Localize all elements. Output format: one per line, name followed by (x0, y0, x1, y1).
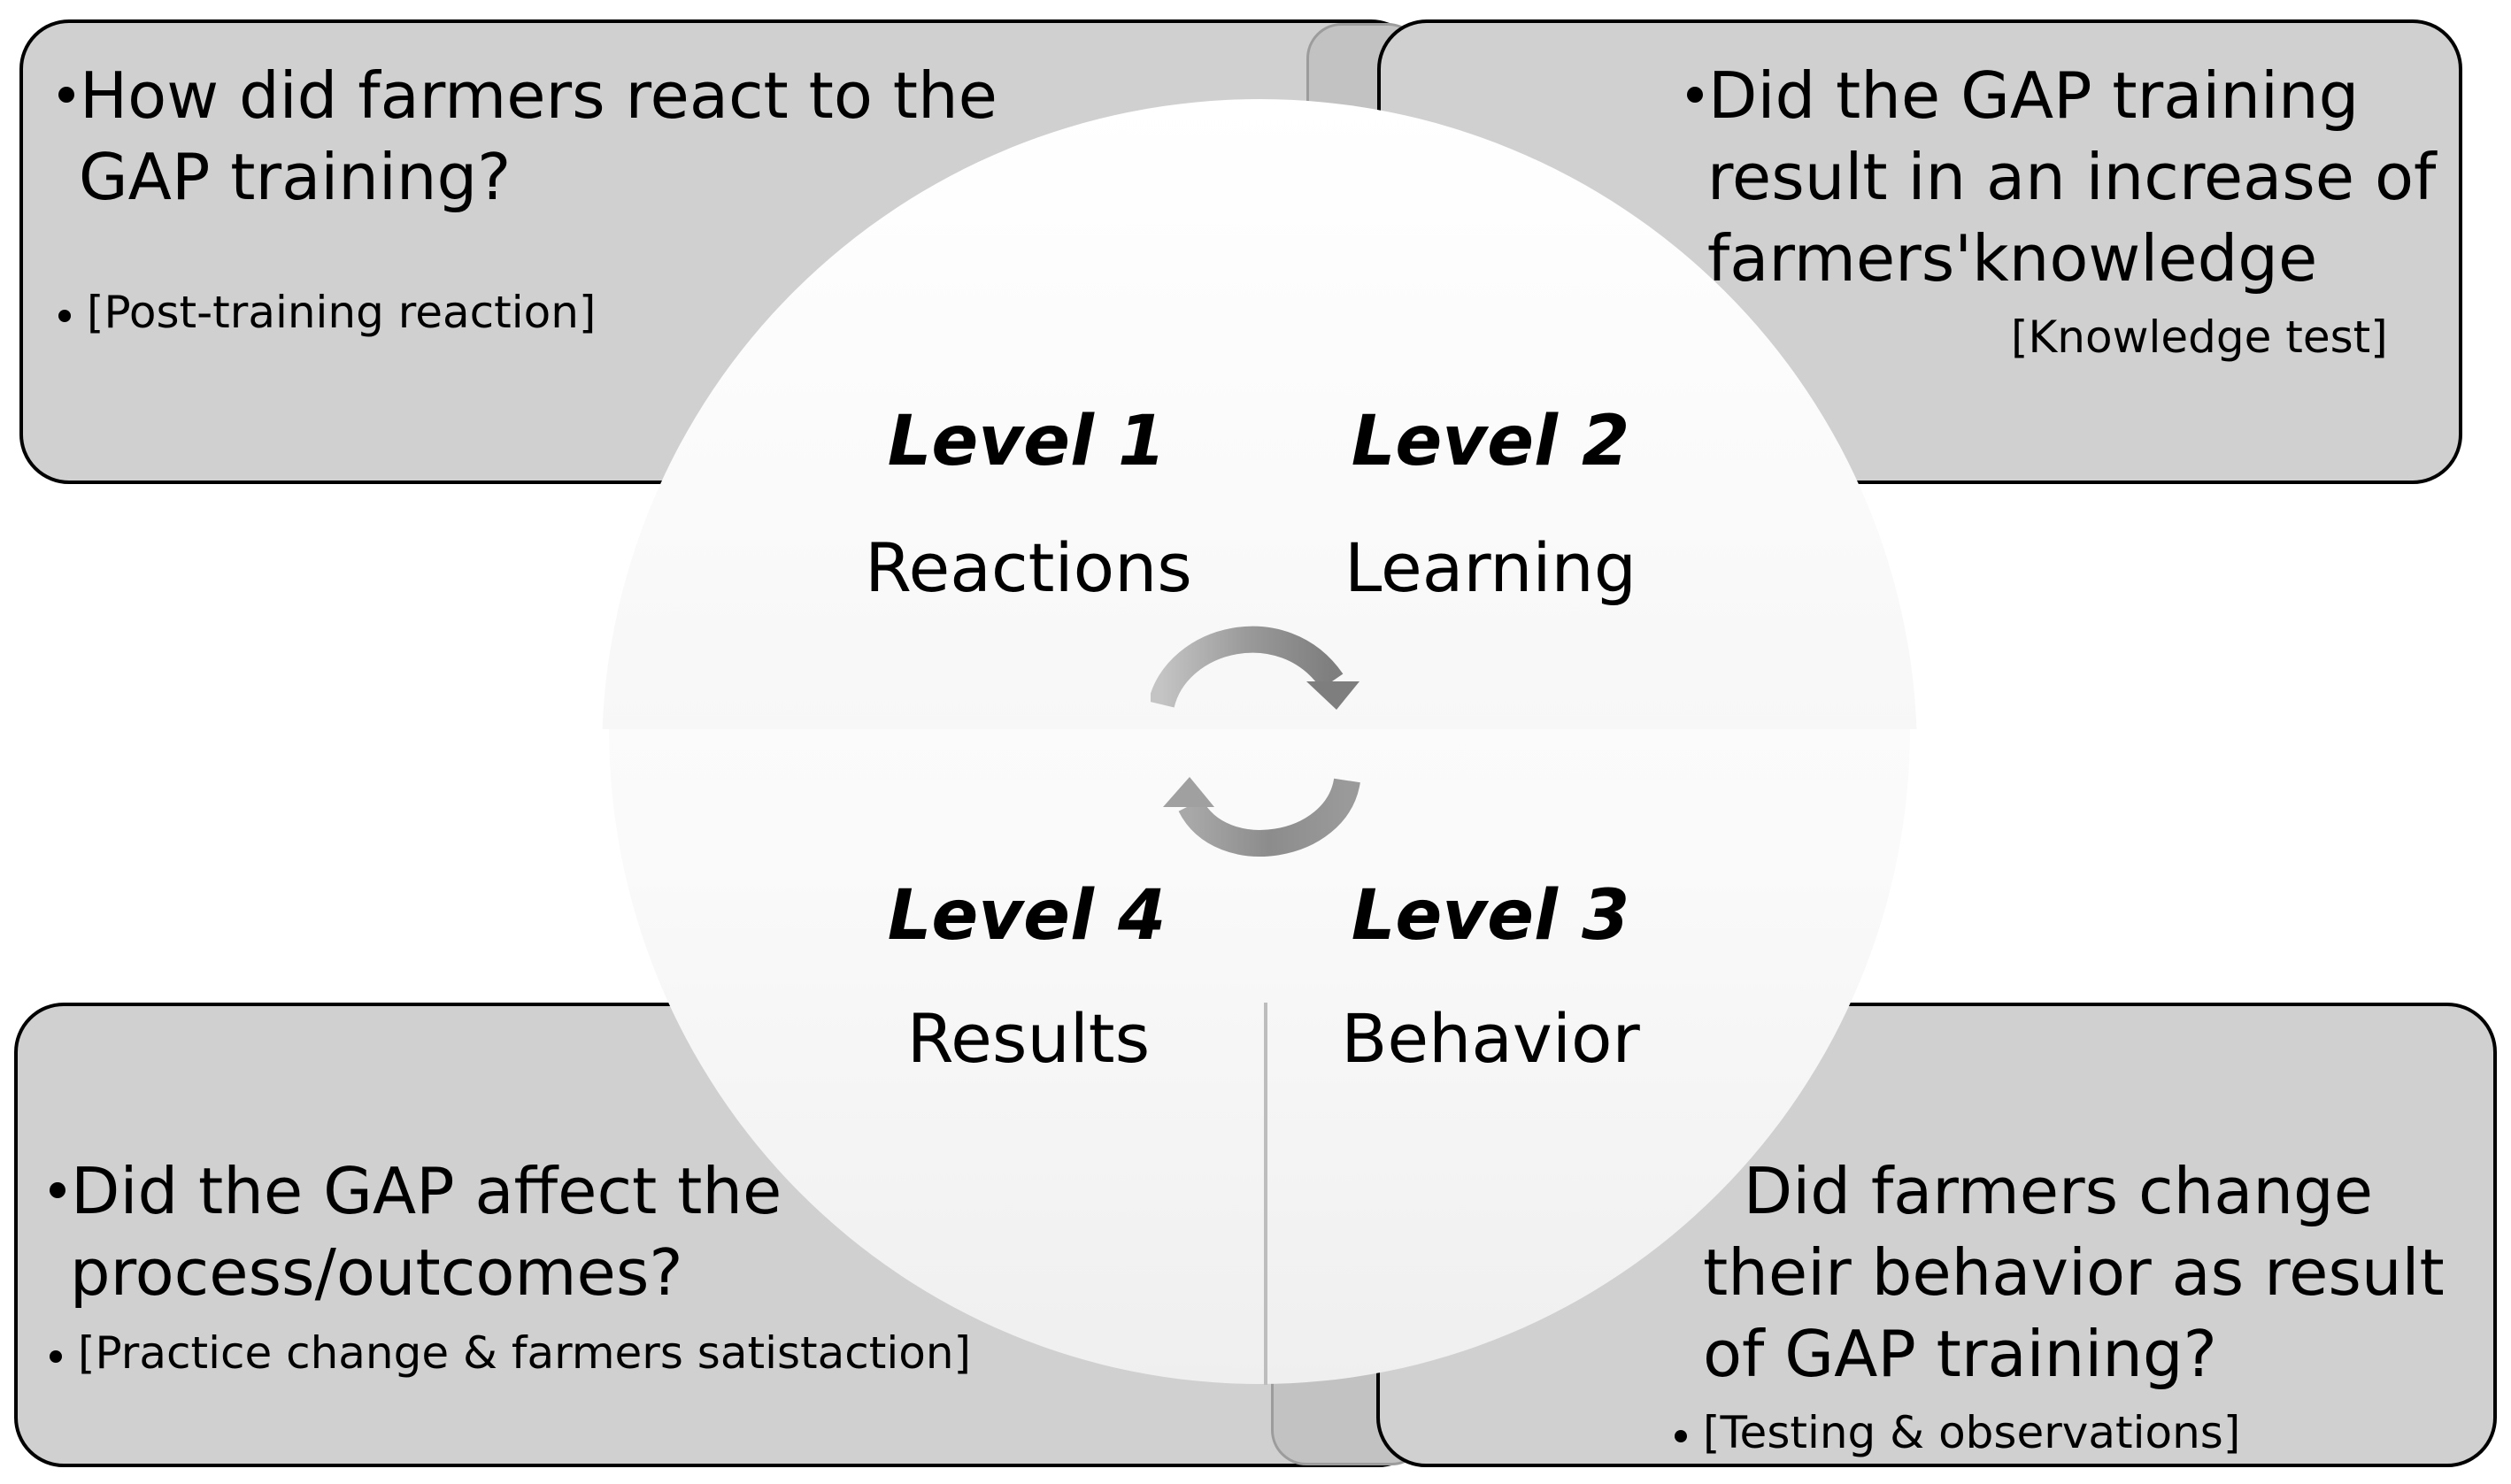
bullet-icon (50, 1349, 62, 1363)
bullet-icon (50, 1182, 65, 1199)
level-4-label: Level 4 (887, 876, 1167, 956)
bullet-icon (58, 87, 74, 104)
bottom-left-method: [Practice change & farmers satistaction] (50, 1331, 971, 1375)
top-right-question: Did the GAP training result in an increa… (1687, 55, 2436, 299)
level-1-name: Reactions (865, 528, 1192, 607)
bottom-right-method: [Testing & observations] (1675, 1411, 2240, 1455)
cycle-arrow-icon (1163, 777, 1360, 857)
level-2-label: Level 2 (1351, 402, 1630, 481)
bullet-icon (1687, 87, 1703, 104)
level-3-name: Behavior (1341, 999, 1640, 1078)
bottom-right-question: Did farmers change their behavior as res… (1703, 1154, 2445, 1391)
top-right-method: [Knowledge test] (2011, 311, 2388, 363)
top-left-method: [Post-training reaction] (58, 290, 596, 334)
top-left-question: How did farmers react to the GAP trainin… (58, 55, 997, 218)
level-1-label: Level 1 (887, 402, 1167, 481)
bullet-icon (58, 309, 71, 322)
level-4-name: Results (906, 999, 1151, 1078)
level-3-label: Level 3 (1351, 876, 1630, 956)
clockwise-arrow-icon (1151, 626, 1359, 710)
bullet-icon (1675, 1429, 1687, 1442)
level-2-name: Learning (1344, 528, 1637, 607)
bottom-left-question: Did the GAP affect the process/outcomes? (50, 1150, 782, 1313)
